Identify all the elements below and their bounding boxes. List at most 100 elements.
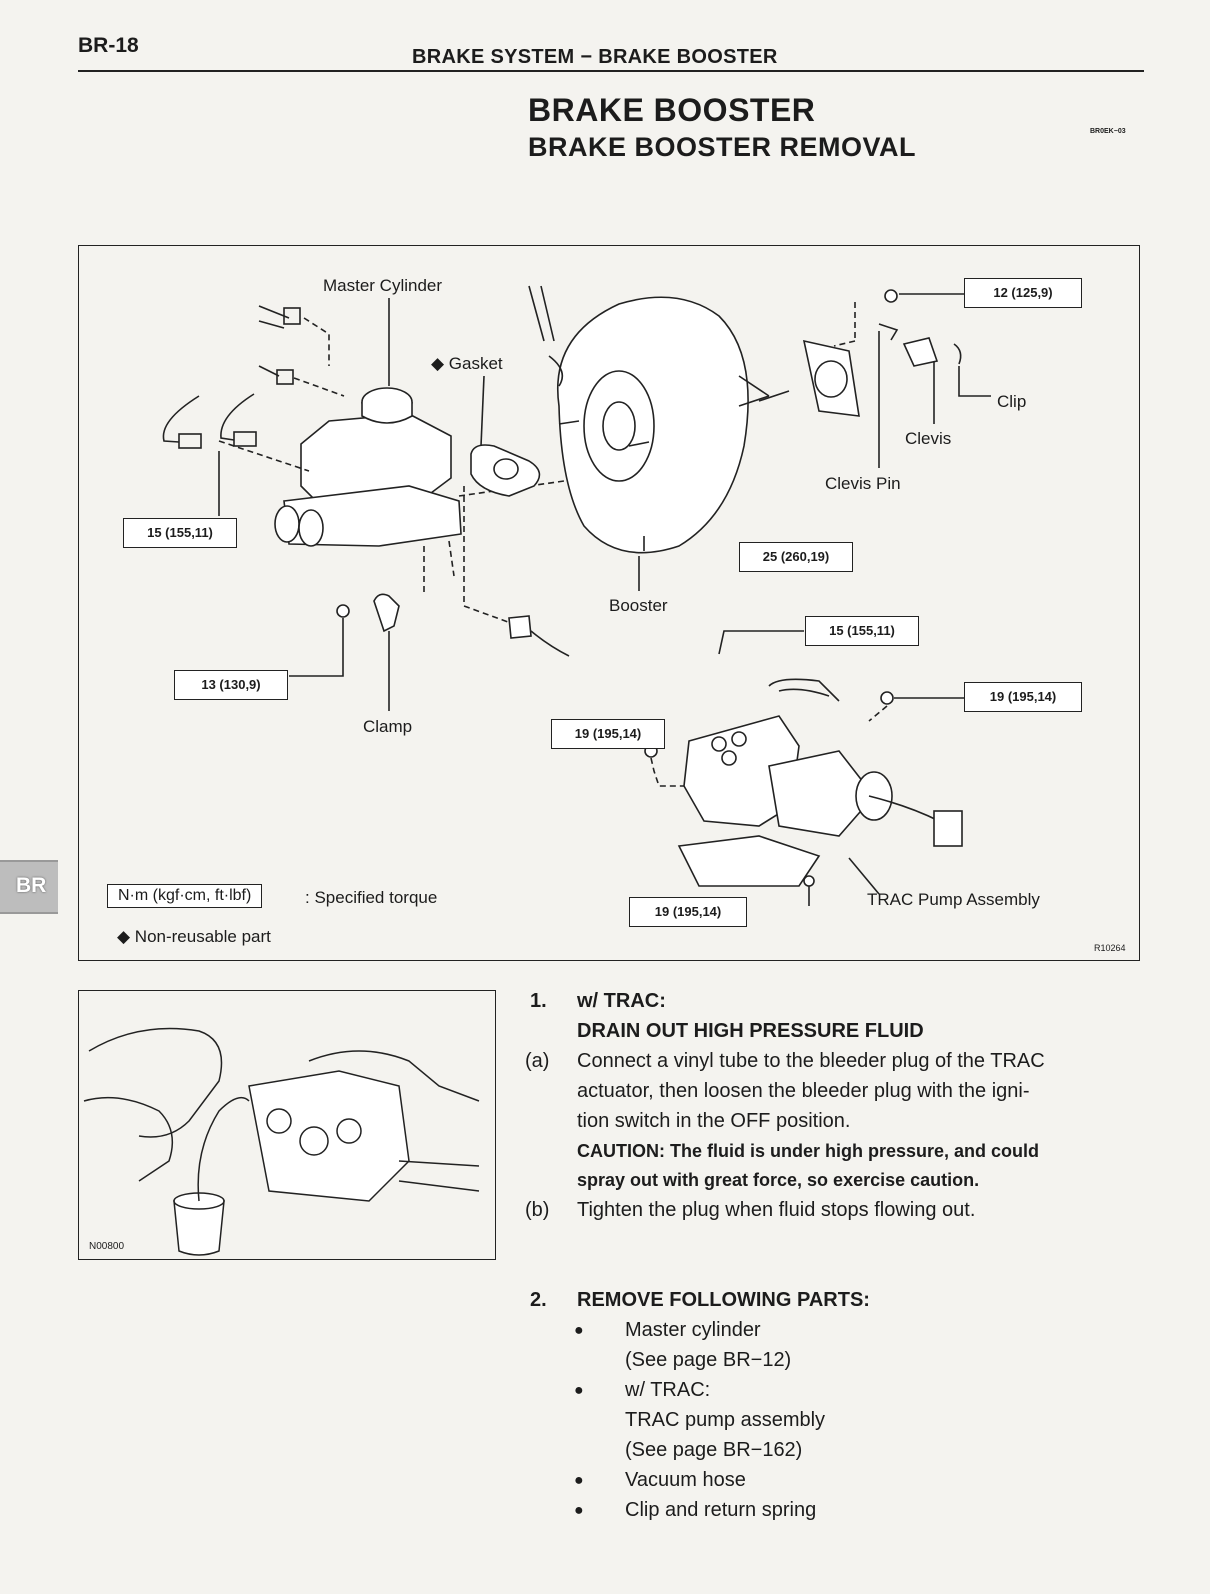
mounting-plate [802, 339, 860, 417]
step-1b-line-1: Tighten the plug when fluid stops flowin… [577, 1199, 976, 1221]
step-2-title: REMOVE FOLLOWING PARTS: [577, 1289, 870, 1311]
hand-drawing [88, 1027, 223, 1138]
section-side-tab [0, 860, 58, 914]
line-fitting [233, 431, 257, 447]
nut-drawing [803, 875, 815, 887]
step-1-condition: w/ TRAC: [577, 990, 666, 1012]
line-fitting [283, 307, 301, 325]
bullet: ● [574, 1322, 584, 1339]
leader-dashed [293, 377, 345, 397]
label-clamp: Clamp [363, 717, 413, 736]
leader-dashed [650, 757, 684, 787]
leader-line [958, 366, 991, 397]
item-3-line-1: Vacuum hose [625, 1469, 746, 1491]
pump-connector [933, 810, 963, 847]
reservoir [300, 413, 452, 505]
hand-drawing [83, 1096, 174, 1182]
plate-hole [814, 360, 848, 398]
gasket-hole [493, 458, 519, 480]
torque-booster: 25 (260,19) [739, 542, 853, 572]
label-clevis-pin: Clevis Pin [825, 474, 901, 493]
leader-line [848, 857, 880, 895]
actuator-drawing [248, 1070, 410, 1202]
step-1a-marker: (a) [525, 1050, 550, 1072]
step-1-number: 1. [530, 990, 547, 1012]
nut-drawing [884, 289, 898, 303]
step-1a-line-3: tion switch in the OFF position. [577, 1110, 851, 1132]
booster-rod [738, 375, 770, 407]
torque-pump-right: 19 (195,14) [964, 682, 1082, 712]
pump-bracket [677, 835, 821, 887]
leader-dashed [463, 486, 520, 627]
document-code: BR0EK−03 [1090, 128, 1126, 135]
leader-dashed [218, 440, 310, 472]
line-fitting [178, 433, 202, 449]
step-1a-line-2: actuator, then loosen the bleeder plug w… [577, 1080, 1030, 1102]
item-2-line-3: (See page BR−162) [625, 1439, 803, 1461]
wire [530, 630, 570, 657]
legend-nonreusable: ◆ Non-reusable part [117, 927, 271, 946]
step-1a-line-1: Connect a vinyl tube to the bleeder plug… [577, 1050, 1045, 1072]
brake-line [220, 393, 255, 441]
booster-drawing [557, 296, 749, 554]
motor-end [855, 771, 893, 821]
vinyl-tube [197, 1096, 250, 1202]
step-2-number: 2. [530, 1289, 547, 1311]
exploded-diagram: Master Cylinder ◆ Gasket Booster Clip Cl… [78, 245, 1140, 961]
booster-face [583, 370, 655, 482]
small-figure-id: N00800 [89, 1241, 125, 1252]
item-1-line-2: (See page BR−12) [625, 1349, 792, 1371]
gasket-drawing [470, 444, 541, 497]
leader-dashed [303, 317, 330, 366]
step-1-title: DRAIN OUT HIGH PRESSURE FLUID [577, 1020, 924, 1042]
line-fitting [276, 369, 294, 385]
torque-trac-line: 15 (155,11) [805, 616, 919, 646]
page-title: BRAKE BOOSTER [528, 92, 816, 128]
pump-port [711, 736, 727, 752]
bullet: ● [574, 1502, 584, 1519]
bullet: ● [574, 1382, 584, 1399]
cylinder-bore [298, 509, 324, 547]
legend-unit-box: N·m (kgf·cm, ft·lbf) [107, 884, 263, 908]
clip-drawing [953, 343, 962, 365]
clevis-pin-drawing [878, 323, 899, 341]
leader-dashed [868, 705, 888, 722]
leader-dashed [448, 540, 455, 577]
leader-line [718, 630, 804, 655]
vacuum-hose [528, 285, 555, 342]
reservoir-cap-side [361, 402, 413, 424]
brake-line [162, 395, 200, 443]
label-clip: Clip [997, 392, 1027, 411]
torque-pump-left: 19 (195,14) [551, 719, 665, 749]
actuator-port [299, 1126, 329, 1156]
clamp-drawing [373, 593, 400, 633]
item-2-line-2: TRAC pump assembly [625, 1409, 826, 1431]
brake-line [258, 365, 280, 377]
leader-line [480, 375, 485, 447]
pump-port [731, 731, 747, 747]
torque-clevis-nut: 12 (125,9) [964, 278, 1082, 308]
diagram-drawing [162, 285, 991, 906]
torque-pump-bottom: 19 (195,14) [629, 897, 747, 927]
bolt-drawing [880, 691, 894, 705]
brake-pipe [308, 1050, 480, 1102]
bullet: ● [574, 1472, 584, 1489]
pump-motor [768, 750, 876, 837]
clevis-drawing [902, 337, 939, 367]
label-master-cylinder: Master Cylinder [323, 276, 443, 295]
torque-clamp: 13 (130,9) [174, 670, 288, 700]
pump-line [778, 688, 830, 697]
label-trac-pump: TRAC Pump Assembly [867, 890, 1040, 909]
connector-drawing [508, 615, 532, 639]
brake-pipe [398, 1160, 480, 1192]
actuator-port [336, 1118, 362, 1144]
item-4-line-1: Clip and return spring [625, 1499, 817, 1521]
item-1-line-1: Master cylinder [625, 1319, 761, 1341]
torque-master-cylinder: 15 (155,11) [123, 518, 237, 548]
drain-illustration: N00800 [78, 990, 496, 1260]
leader-line [289, 618, 344, 677]
label-clevis: Clevis [905, 429, 952, 448]
section-header: BRAKE SYSTEM − BRAKE BOOSTER [412, 46, 778, 68]
illustration-drawing [83, 1027, 480, 1256]
legend-unit-desc: : Specified torque [305, 888, 438, 907]
